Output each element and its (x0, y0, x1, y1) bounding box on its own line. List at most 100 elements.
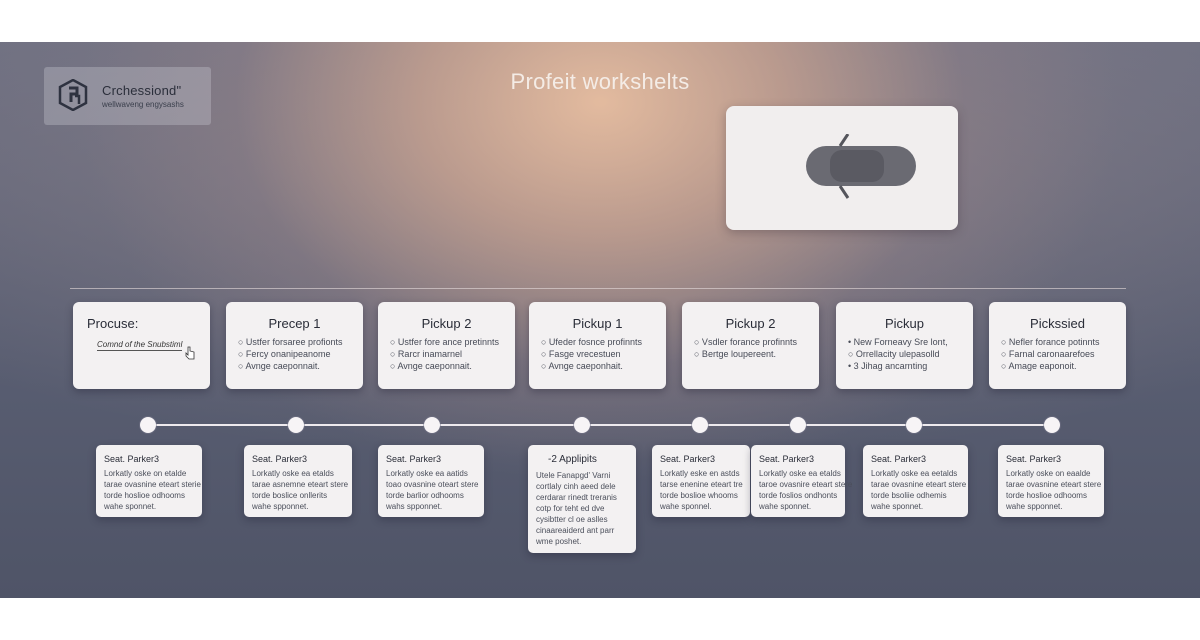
stage-bullet: ○ Bertge loupereent. (694, 349, 776, 359)
detail-text: Lorkatly oske ea etalds taroe ovasnire e… (759, 468, 852, 512)
stage-title: Pickup 2 (421, 316, 472, 331)
stage-card: Pickup 2 ○ Ustfer fore ance pretinnts ○ … (378, 302, 515, 389)
timeline-node[interactable] (288, 417, 304, 433)
detail-title: Seat. Parker3 (660, 454, 716, 464)
stage-bullet: ○ Avnge caeponnait. (390, 361, 472, 371)
logo-tagline: wellwaveng engysashs (102, 100, 184, 109)
stage-title: Pickssied (1030, 316, 1085, 331)
detail-title: Seat. Parker3 (1006, 454, 1062, 464)
timeline-track (148, 424, 1052, 426)
stage-bullets: ○ Nefler forance potinnts ○ Farnal caron… (1001, 336, 1100, 372)
stage-bullets: ○ Ustfer fore ance pretinnts ○ Rarcr ina… (390, 336, 499, 372)
stage-bullet: ○ Ustfer forsaree profionts (238, 337, 343, 347)
timeline-node[interactable] (790, 417, 806, 433)
detail-line: Lorkatly oske on eaalde (1006, 469, 1091, 478)
detail-title: Seat. Parker3 (104, 454, 160, 464)
detail-text: Lorkatly oske on etalde tarae ovasnine e… (104, 468, 201, 512)
stage-bullet: ○ Ustfer fore ance pretinnts (390, 337, 499, 347)
detail-line: wahe spponnet. (252, 502, 309, 511)
stage-bullet: ○ Fasge vrecestuen (541, 349, 621, 359)
detail-text: Lorkatly oske on eaalde tarae ovasnine e… (1006, 468, 1101, 512)
logo-mark-icon (58, 79, 88, 111)
detail-line: wme poshet. (536, 537, 582, 546)
detail-line: tarae ovasnine eteart stere (871, 480, 967, 489)
detail-line: torde hoslioe odhooms (1006, 491, 1087, 500)
detail-line: toao ovasnine oteart stere (386, 480, 479, 489)
detail-line: Utele Fanapgd' Varni (536, 471, 611, 480)
stage-bullet: ○ Ufeder fosnce profinnts (541, 337, 642, 347)
stage-bullet: ○ Fercy onanipeanome (238, 349, 331, 359)
detail-text: Lorkatly oske ea aatids toao ovasnine ot… (386, 468, 479, 512)
timeline-node[interactable] (1044, 417, 1060, 433)
vehicle-card (726, 106, 958, 230)
detail-line: torde boslice onllerits (252, 491, 328, 500)
detail-line: wahe spponnet. (1006, 502, 1063, 511)
detail-line: Lorkatly oske on etalde (104, 469, 187, 478)
timeline-node[interactable] (692, 417, 708, 433)
detail-text: Lorkatly oske ea etalds tarae asnemne et… (252, 468, 348, 512)
stage-title: Precep 1 (268, 316, 321, 331)
detail-line: Lorkatly eske en astds (660, 469, 740, 478)
detail-line: torde boslioe whooms (660, 491, 738, 500)
car-icon (806, 134, 916, 199)
stage-bullet: ○ Amage eaponoit. (1001, 361, 1077, 371)
stage-card: Pickup • New Forneavy Sre lont, ○ Orrell… (836, 302, 973, 389)
detail-line: cinaareaiderd ant parr (536, 526, 615, 535)
hand-cursor-icon (185, 346, 195, 360)
detail-line: tarae ovasnine eteart sterie (104, 480, 201, 489)
stage-bullet: • New Forneavy Sre lont, (848, 337, 948, 347)
detail-card: Seat. Parker3 Lorkatly oske ea eetalds t… (863, 445, 968, 517)
stage-card: Procuse: Comnd of the Snubstiml (73, 302, 210, 389)
stage-bullet: ○ Avnge caeponhait. (541, 361, 623, 371)
stage-bullets: ○ Ufeder fosnce profinnts ○ Fasge vreces… (541, 336, 642, 372)
stage-bullet: ○ Vsdler forance profinnts (694, 337, 797, 347)
detail-line: tarae ovasnine eteart stere (1006, 480, 1102, 489)
detail-line: Lorkatly oske ea etalds (759, 469, 841, 478)
timeline-node[interactable] (140, 417, 156, 433)
diagram-canvas: Crchessiond" wellwaveng engysashs Profei… (0, 42, 1200, 598)
detail-line: tarae asnemne eteart stere (252, 480, 349, 489)
stage-bullet: ○ Farnal caronaarefoes (1001, 349, 1095, 359)
detail-title: Seat. Parker3 (759, 454, 815, 464)
detail-line: Lorkatly oske ea eetalds (871, 469, 958, 478)
timeline-node[interactable] (574, 417, 590, 433)
detail-text: Utele Fanapgd' Varni cortlaly cinh aeed … (536, 470, 617, 547)
stage-bullets: ○ Vsdler forance profinnts ○ Bertge loup… (694, 336, 797, 360)
detail-line: cysibtter cl oe aslles (536, 515, 608, 524)
stage-card: Pickup 2 ○ Vsdler forance profinnts ○ Be… (682, 302, 819, 389)
detail-title: Seat. Parker3 (252, 454, 308, 464)
stage-bullets: ○ Ustfer forsaree profionts ○ Fercy onan… (238, 336, 342, 372)
stage-title: Procuse: (87, 316, 139, 331)
stage-title: Pickup 1 (572, 316, 623, 331)
detail-line: cerdarar rinedt treranis (536, 493, 617, 502)
timeline-node[interactable] (424, 417, 440, 433)
detail-line: torde hoslioe odhooms (104, 491, 185, 500)
detail-card: Seat. Parker3 Lorkatly oske ea etalds ta… (244, 445, 352, 517)
detail-title: -2 Applipits (548, 454, 597, 465)
detail-line: wahe sponnet. (104, 502, 157, 511)
stage-title: Pickup 2 (725, 316, 776, 331)
detail-line: wahs spponnet. (386, 502, 443, 511)
logo-name: Crchessiond" (102, 83, 182, 98)
stage-bullet: ○ Orrellacity ulepasolld (848, 349, 940, 359)
detail-line: wahe sponnel. (660, 502, 712, 511)
detail-text: Lorkatly eske en astds tarse enenine ete… (660, 468, 743, 512)
detail-card: Seat. Parker3 Lorkatly oske ea etalds ta… (751, 445, 852, 517)
detail-title: Seat. Parker3 (386, 454, 442, 464)
detail-line: cortlaly cinh aeed dele (536, 482, 616, 491)
detail-line: taroe ovasnire eteart stere (759, 480, 853, 489)
detail-card: Seat. Parker3 Lorkatly oske ea aatids to… (378, 445, 484, 517)
timeline-node[interactable] (906, 417, 922, 433)
detail-line: Lorkatly oske ea etalds (252, 469, 334, 478)
stage-bullet: ○ Rarcr inamarnel (390, 349, 462, 359)
detail-line: torde foslios ondhonts (759, 491, 838, 500)
detail-line: wahe sponnet. (871, 502, 924, 511)
detail-line: torde barlior odhooms (386, 491, 464, 500)
stage-title: Pickup (884, 316, 925, 331)
detail-card: -2 Applipits Utele Fanapgd' Varni cortla… (528, 445, 636, 553)
detail-card: Seat. Parker3 Lorkatly eske en astds tar… (652, 445, 750, 517)
stage-card: Precep 1 ○ Ustfer forsaree profionts ○ F… (226, 302, 363, 389)
section-divider (70, 288, 1126, 289)
stage-bullets: • New Forneavy Sre lont, ○ Orrellacity u… (848, 336, 948, 372)
detail-title: Seat. Parker3 (871, 454, 927, 464)
